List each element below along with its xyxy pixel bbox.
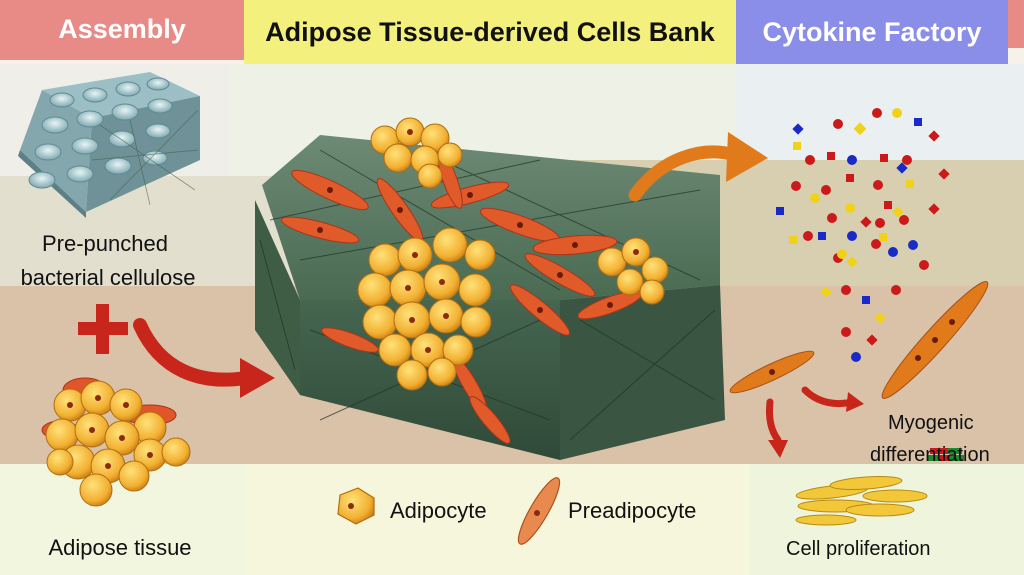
- flag-marker: [928, 448, 964, 461]
- label-cell-proliferation: Cell proliferation: [786, 538, 931, 560]
- arrow-scaffold-to-factory: [628, 145, 742, 202]
- legend-adipocyte-label: Adipocyte: [390, 498, 487, 523]
- header-cells-bank: Adipose Tissue-derived Cells Bank: [244, 0, 736, 64]
- adipocyte-legend-icon: [337, 487, 375, 525]
- label-myogenic-line1: Myogenic: [888, 412, 974, 434]
- label-bc-line2: bacterial cellulose: [20, 265, 196, 290]
- cytokine-particles: [776, 108, 950, 362]
- preadipocyte-legend-icon: [517, 477, 561, 545]
- adipose-tissue-cluster: [41, 377, 191, 507]
- label-bc-line1: Pre-punched: [42, 231, 168, 256]
- band-bottom-center: [245, 464, 750, 575]
- header-assembly: Assembly: [0, 0, 244, 60]
- label-adipose-tissue: Adipose tissue: [48, 535, 192, 560]
- arrow-assembly-to-scaffold: [133, 318, 252, 387]
- scaffold-preadipocytes: [280, 151, 643, 444]
- legend-preadipocyte-label: Preadipocyte: [568, 498, 697, 523]
- cell-proliferation-spindles: [795, 476, 928, 526]
- header-cytokine-factory: Cytokine Factory: [736, 0, 1008, 64]
- bacterial-cellulose-pad: [18, 72, 200, 218]
- myogenic-cells: [729, 281, 989, 399]
- header-right-edge: [1008, 0, 1024, 48]
- label-myogenic-line2: differentiation: [870, 444, 990, 466]
- plus-icon: [78, 304, 128, 354]
